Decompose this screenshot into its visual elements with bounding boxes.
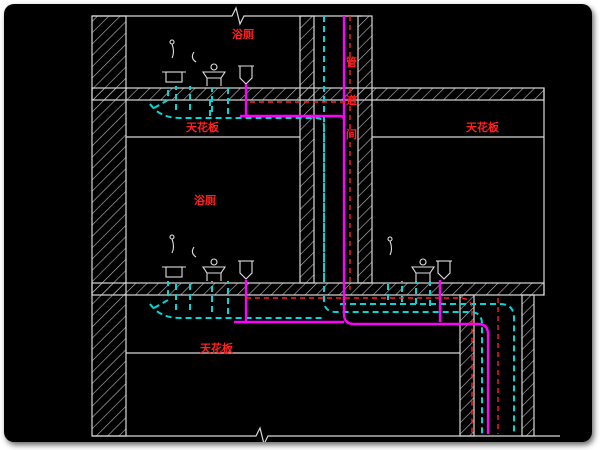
fixtures-lower-right: [387, 236, 452, 281]
shaft-wall-left: [299, 15, 315, 284]
fixtures-lower-left: [162, 234, 254, 281]
building-structure: [91, 6, 560, 442]
left-wall: [91, 15, 127, 437]
lower-slab: [91, 282, 545, 296]
fixtures-upper-left: [162, 39, 254, 86]
label-ceiling-upper-left: 天花板: [186, 120, 220, 134]
label-shaft-char-2: 道: [346, 93, 357, 107]
label-bathroom-upper: 浴厕: [232, 27, 254, 41]
plumbing-section-drawing: 浴厕 天花板 天花板 浴厕 天花板 管 道 间: [91, 6, 560, 442]
water-supply-pipes: [149, 16, 515, 434]
top-break-line: [92, 6, 362, 26]
bottom-break-line: [92, 426, 560, 442]
drain-branch-pipes: [246, 16, 499, 434]
upper-slab: [91, 87, 545, 101]
label-ceiling-lower: 天花板: [200, 341, 234, 355]
shaft-wall-right: [357, 15, 373, 284]
right-column-2: [521, 294, 535, 437]
label-shaft-char-1: 管: [346, 55, 357, 69]
label-bathroom-lower: 浴厕: [194, 193, 216, 207]
label-ceiling-upper-right: 天花板: [466, 120, 500, 134]
cad-drawing-frame: 浴厕 天花板 天花板 浴厕 天花板 管 道 间: [4, 4, 592, 442]
drain-pipes: [234, 16, 490, 434]
label-shaft-char-3: 间: [346, 128, 357, 141]
drawing-labels: 浴厕 天花板 天花板 浴厕 天花板 管 道 间: [186, 27, 500, 355]
